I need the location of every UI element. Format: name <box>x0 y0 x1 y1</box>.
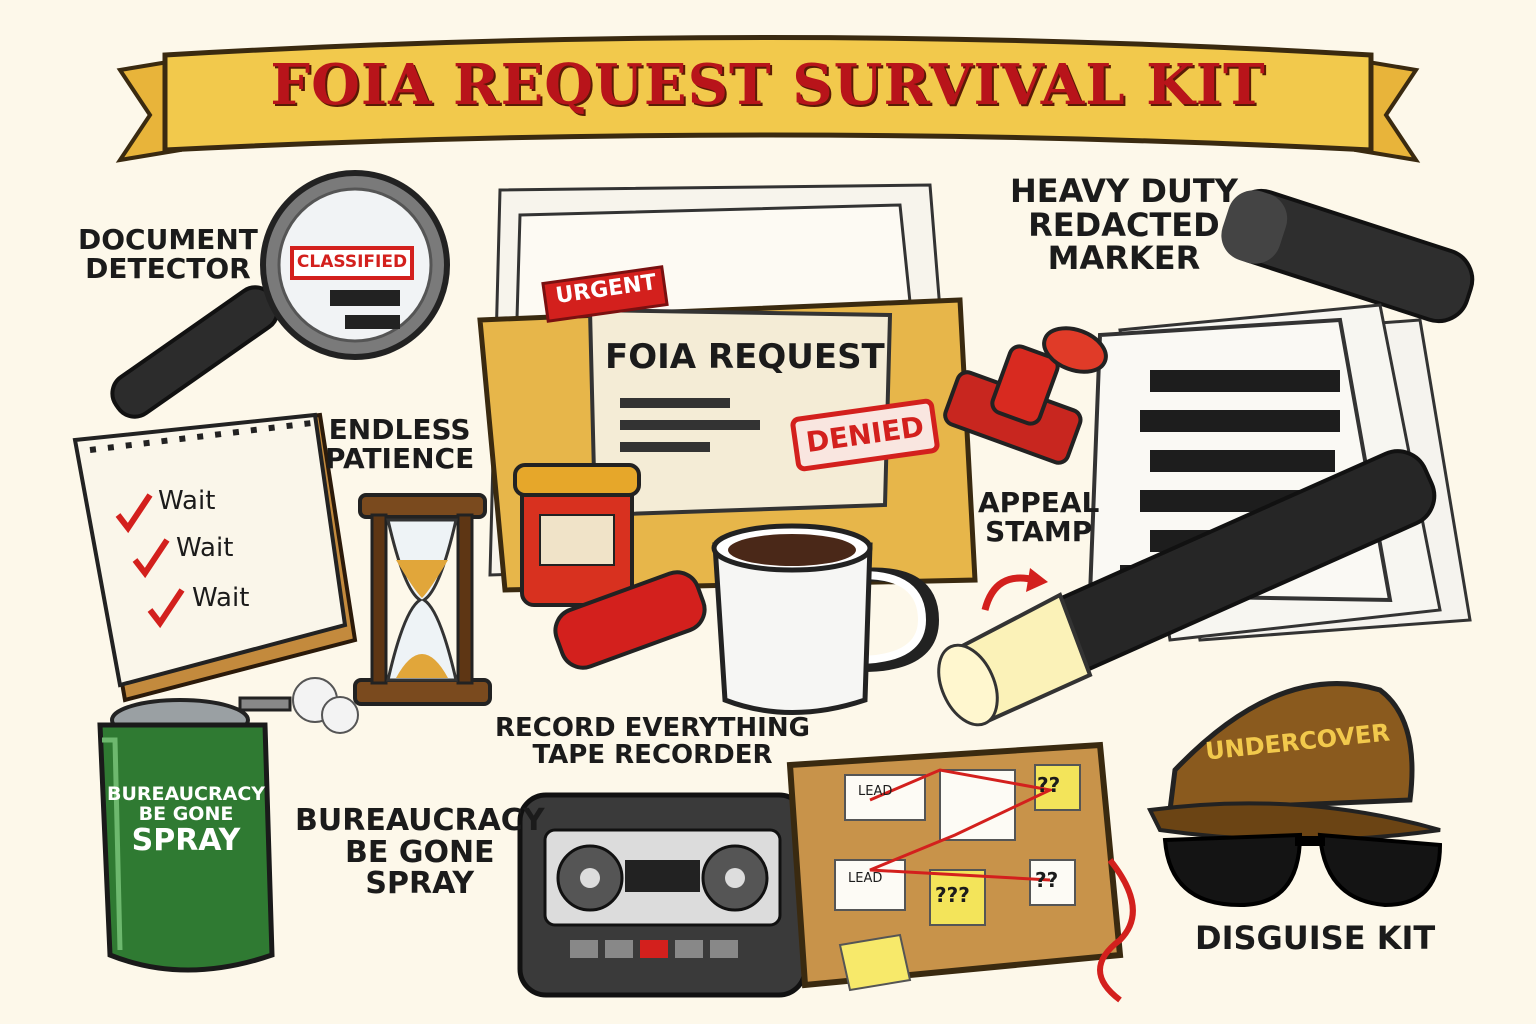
tape-recorder-label: RECORD EVERYTHING TAPE RECORDER <box>495 713 810 771</box>
black-marker-icon <box>1221 188 1475 324</box>
document-detector-label: DOCUMENT DETECTOR <box>78 225 258 284</box>
classified-tag: CLASSIFIED <box>296 252 408 272</box>
hourglass-icon <box>353 493 492 706</box>
sticky-note: ??? <box>935 883 970 907</box>
sunglasses-icon <box>1162 832 1443 908</box>
coffee-mug-icon <box>711 523 940 715</box>
checklist-item: Wait <box>158 486 216 516</box>
label-line: APPEAL <box>978 486 1100 519</box>
notepad-icon <box>72 412 358 703</box>
lead-card: LEAD <box>848 871 883 886</box>
spray-can-icon <box>97 677 359 973</box>
label-line: RECORD EVERYTHING <box>495 713 810 743</box>
label-line: HEAVY DUTY <box>1010 172 1238 210</box>
label-line: SPRAY <box>131 822 241 858</box>
jar-icon <box>513 463 641 607</box>
label-line: PATIENCE <box>325 442 475 476</box>
spray-label: BUREAUCRACY BE GONE SPRAY <box>295 805 545 900</box>
endless-patience-label: ENDLESS PATIENCE <box>325 415 474 474</box>
label-line: BE GONE <box>345 834 495 870</box>
checklist-item: Wait <box>176 533 234 563</box>
label-line: ENDLESS <box>328 413 471 446</box>
sticky-note: ?? <box>1035 868 1059 892</box>
label-line: BUREAUCRACY <box>106 783 266 805</box>
label-line: BE GONE <box>138 802 234 825</box>
page-title: FOIA REQUEST SURVIVAL KIT <box>270 52 1266 118</box>
label-line: MARKER <box>1047 239 1201 278</box>
disguise-kit-label: DISGUISE KIT <box>1195 919 1436 957</box>
tape-recorder-icon <box>517 792 808 998</box>
appeal-stamp-icon <box>943 326 1108 465</box>
title-banner <box>115 35 1421 163</box>
flashlight-icon <box>937 449 1437 727</box>
label-line: STAMP <box>985 515 1093 549</box>
spray-can-text: BUREAUCRACY BE GONE SPRAY <box>100 783 272 858</box>
appeal-stamp-label: APPEAL STAMP <box>978 488 1099 547</box>
sticky-note: ?? <box>1037 773 1061 797</box>
baseball-cap-icon <box>1146 681 1441 842</box>
label-line: BUREAUCRACY <box>295 803 545 838</box>
label-line: SPRAY <box>365 866 475 901</box>
label-line: DETECTOR <box>85 252 251 286</box>
appeal-arrow-icon <box>981 574 1036 611</box>
heavy-duty-marker-label: HEAVY DUTY REDACTED MARKER <box>1010 172 1238 278</box>
checklist-item: Wait <box>192 583 250 613</box>
magnifying-glass-icon <box>110 170 450 419</box>
foia-request-heading: FOIA REQUEST <box>605 337 885 377</box>
label-line: REDACTED <box>1028 205 1220 244</box>
rubber-stamp-roller-icon <box>553 570 707 670</box>
lead-card: LEAD <box>858 784 893 799</box>
label-line: DOCUMENT <box>78 223 258 256</box>
corkboard-icon <box>786 741 1136 1003</box>
label-line: TAPE RECORDER <box>532 740 773 771</box>
